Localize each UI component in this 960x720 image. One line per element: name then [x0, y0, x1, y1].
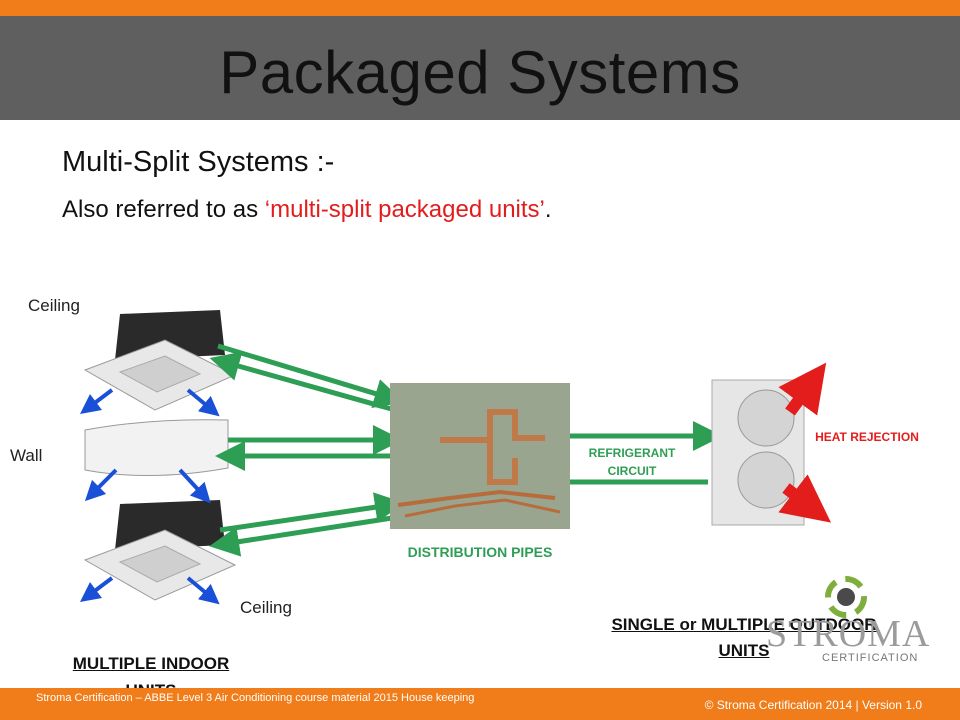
- slide-title: Packaged Systems: [219, 39, 741, 106]
- intro-suffix: .: [544, 196, 552, 223]
- label-heat-rejection: HEAT REJECTION: [815, 430, 919, 444]
- label-distribution-pipes: DISTRIBUTION PIPES: [407, 544, 553, 560]
- footer-copyright: © Stroma Certification 2014 | Version 1.…: [704, 698, 922, 712]
- label-ceiling-top: Ceiling: [28, 296, 80, 315]
- label-outdoor-units: SINGLE or MULTIPLE OUTDOOR UNITS: [611, 615, 877, 660]
- title-band: [0, 16, 960, 120]
- label-refrigerant-circuit: REFRIGERANT CIRCUIT: [588, 446, 676, 478]
- stroma-logo-sub: CERTIFICATION: [822, 652, 919, 664]
- stroma-logo: STROMA: [766, 613, 931, 655]
- intro-line: Also referred to as ‘multi-split package…: [62, 196, 552, 224]
- heat-arrows: [778, 362, 832, 523]
- intro-prefix: Also referred to as: [62, 196, 265, 223]
- footer-course-text: Stroma Certification – ABBE Level 3 Air …: [36, 692, 475, 704]
- ceiling-cassette-bottom: [83, 500, 237, 601]
- distribution-pipes-photo: [390, 383, 570, 529]
- intro-highlight: ‘multi-split packaged units’: [264, 196, 545, 223]
- wall-unit: [84, 419, 229, 477]
- pipe-arrows: [209, 343, 723, 557]
- stroma-logo-mark: [825, 576, 867, 618]
- label-ceiling-bottom: Ceiling: [240, 598, 292, 617]
- ceiling-cassette-top: [83, 310, 237, 411]
- footer-bar: [0, 688, 960, 720]
- label-wall: Wall: [10, 446, 43, 465]
- airflow-arrows: [80, 388, 220, 605]
- top-accent-bar: [0, 0, 960, 16]
- heading-multi-split: Multi-Split Systems :-: [62, 146, 335, 178]
